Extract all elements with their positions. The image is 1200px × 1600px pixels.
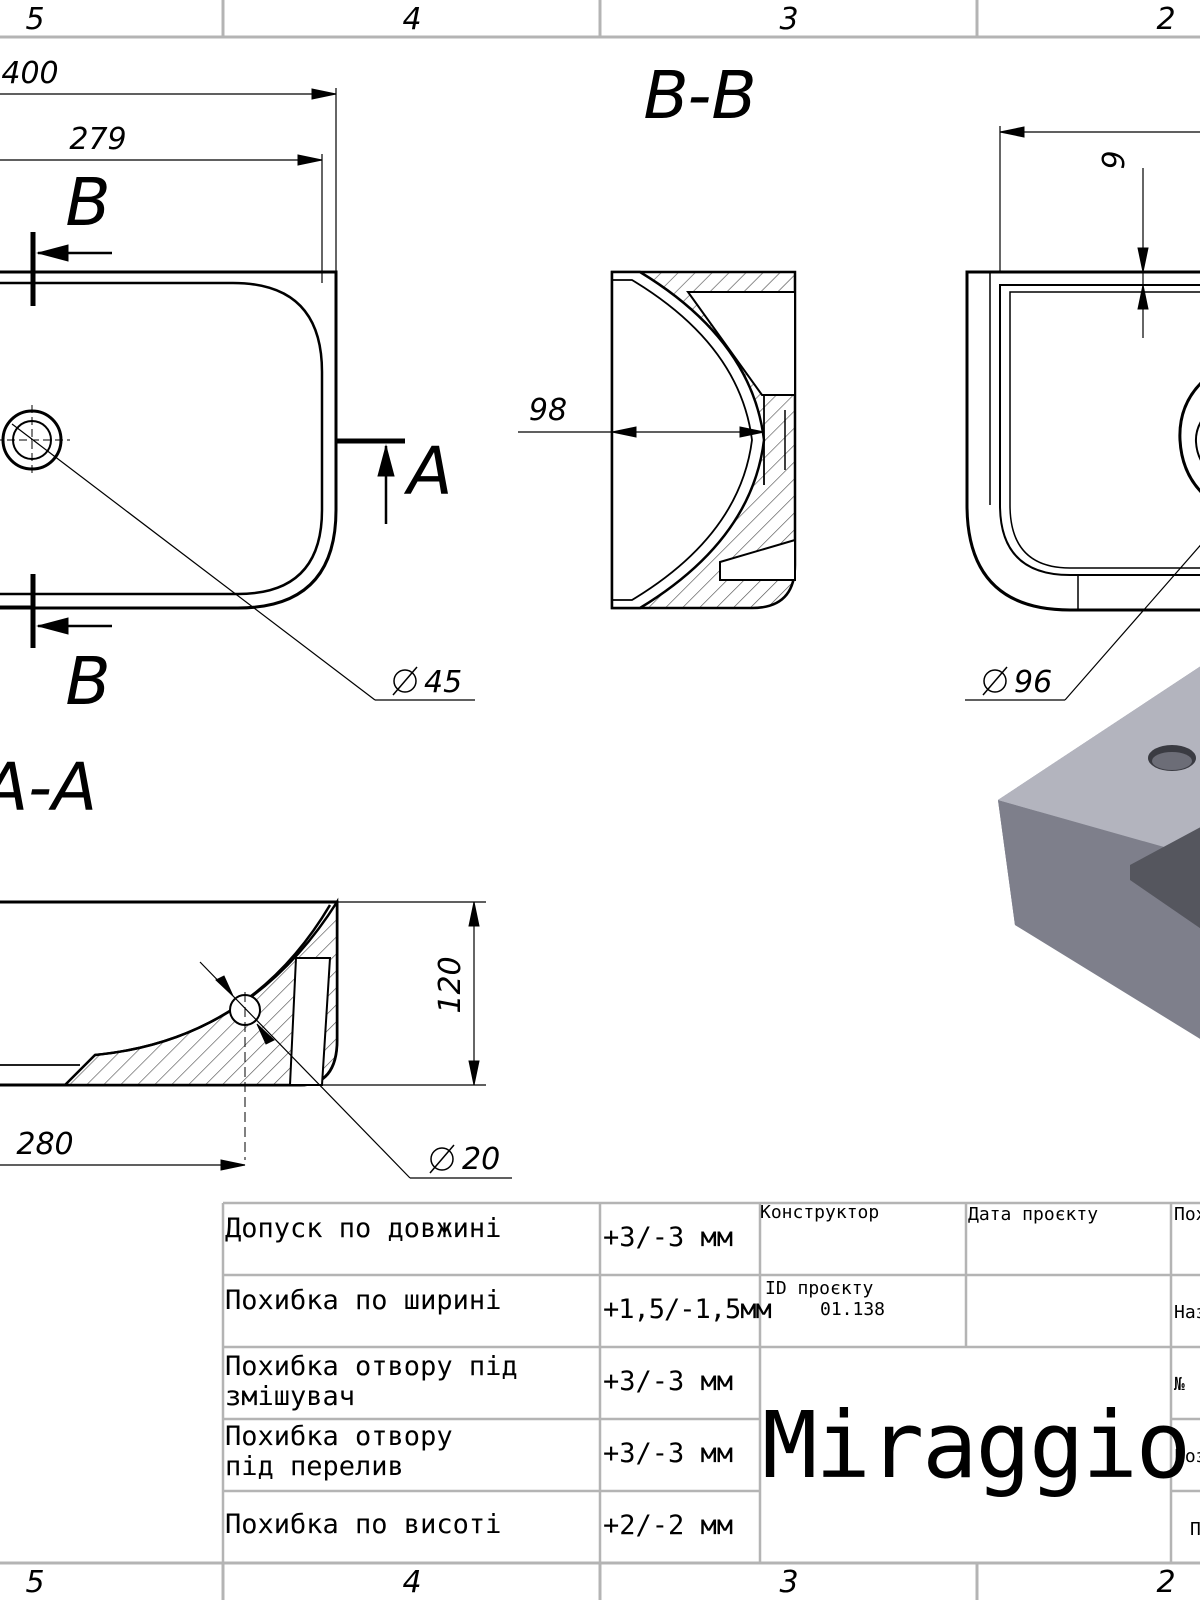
tolerance-label: Похибка отвору (225, 1421, 453, 1452)
basin-3d-render (998, 666, 1200, 1039)
cut-line-b-bottom (0, 574, 112, 648)
dimension-120 (300, 901, 486, 1086)
zone-label: 5 (25, 1565, 44, 1600)
cut-line-a (336, 438, 405, 524)
dimension-value: 400 (1, 56, 58, 91)
title-block-field-label: П (1190, 1519, 1200, 1540)
tolerance-value: +3/-3 мм (603, 1366, 734, 1397)
dimension-dia96 (965, 544, 1200, 701)
dimension-98 (518, 426, 765, 438)
section-aa (0, 897, 339, 1160)
section-bb (610, 270, 797, 610)
dimension-9 (999, 126, 1200, 338)
tolerance-value: +1,5/-1,5мм (603, 1294, 772, 1325)
dimension-400 (0, 88, 337, 272)
dimension-value: 280 (16, 1127, 73, 1162)
dimension-value: 9 (1097, 150, 1132, 169)
tolerance-label: під перелив (225, 1451, 404, 1482)
zone-label: 5 (25, 2, 44, 37)
zone-label: 3 (779, 2, 798, 37)
side-view (965, 270, 1200, 612)
dimension-value: 45 (424, 665, 462, 700)
tolerance-value: +2/-2 мм (603, 1510, 734, 1541)
zone-labels-bottom: 5 4 3 2 (25, 1565, 1175, 1600)
top-view (0, 270, 338, 610)
title-block-field-label: Роз (1174, 1446, 1200, 1467)
project-id-label: ID проєкту (765, 1278, 874, 1299)
cut-label: A (403, 433, 452, 510)
tolerance-label: Похибка по ширині (225, 1285, 502, 1316)
title-block-field-label: Пох (1174, 1204, 1200, 1225)
project-id-value: 01.138 (820, 1299, 886, 1320)
tolerance-value: +3/-3 мм (603, 1438, 734, 1469)
dimension-280 (0, 1159, 246, 1171)
dimension-value: 120 (433, 956, 468, 1013)
title-block-grid (221, 1201, 1200, 1563)
zone-label: 4 (402, 1565, 421, 1600)
title-block-field-label: Наз (1174, 1302, 1200, 1323)
section-bb-title: B-B (643, 57, 756, 134)
dimension-value: 279 (69, 122, 126, 157)
dimension-dia45 (11, 423, 475, 701)
tolerance-label: змішувач (225, 1381, 356, 1412)
zone-label: 2 (1156, 1565, 1175, 1600)
dimension-dia20 (199, 961, 512, 1179)
dimension-279 (0, 154, 323, 283)
dimension-value: 20 (462, 1142, 500, 1177)
tolerance-value: +3/-3 мм (603, 1222, 734, 1253)
cut-label: B (65, 164, 110, 241)
dimension-value: 96 (1014, 665, 1052, 700)
tolerance-label: Допуск по довжині (225, 1213, 502, 1244)
title-block-field-label: № (1174, 1374, 1185, 1395)
dimension-value: 98 (529, 393, 567, 428)
zone-labels-top: 5 4 3 2 (25, 2, 1175, 37)
zone-label: 2 (1156, 2, 1175, 37)
tolerance-label: Похибка по висоті (225, 1509, 502, 1540)
zone-label: 4 (402, 2, 421, 37)
designer-label: Конструктор (760, 1202, 880, 1223)
cut-label: B (65, 643, 110, 720)
basin-inner-outline (0, 281, 324, 596)
section-aa-title: A-A (0, 749, 97, 826)
zone-label: 3 (779, 1565, 798, 1600)
project-date-label: Дата проєкту (968, 1204, 1099, 1225)
tolerance-label: Похибка отвору під (225, 1351, 518, 1382)
brand-logo: Miraggio (762, 1392, 1191, 1499)
cut-line-b-top (0, 232, 112, 306)
